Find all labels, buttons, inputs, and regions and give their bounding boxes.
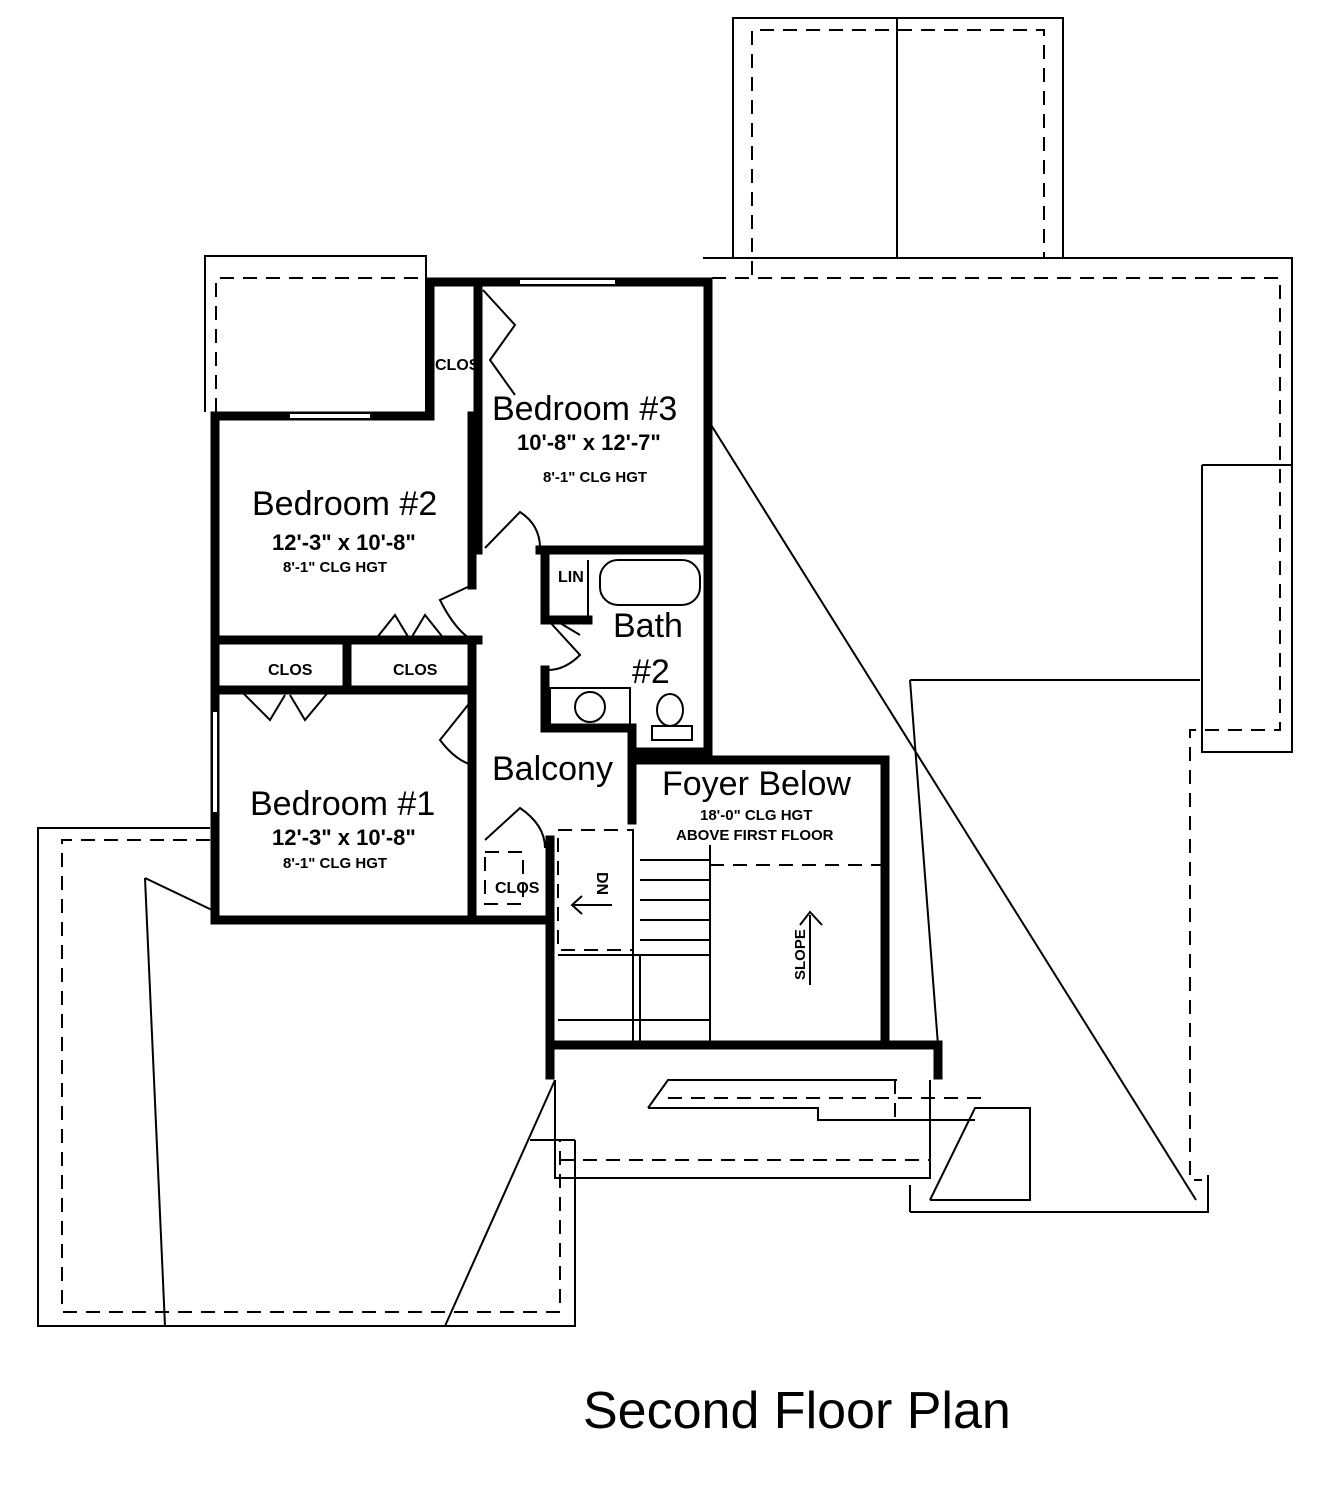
closet-label-right: CLOS [393, 662, 438, 679]
roof-outlines [37, 17, 1293, 1327]
bedroom1-dims: 12'-3" x 10'-8" [272, 825, 416, 850]
closet-label-bedroom3: CLOS [435, 357, 480, 374]
bedroom2-dims: 12'-3" x 10'-8" [272, 530, 416, 555]
bedroom3-ceiling: 8'-1" CLG HGT [543, 469, 647, 486]
foyer-ceiling: 18'-0" CLG HGT [700, 807, 812, 824]
balcony-name: Balcony [492, 750, 613, 788]
bath2-line2: #2 [632, 653, 670, 691]
stairs [557, 829, 885, 1045]
closet-label-balcony: CLOS [495, 880, 540, 897]
walls [210, 277, 943, 1080]
bath2-line1: Bath [613, 607, 683, 645]
toilet [656, 693, 684, 727]
doors [239, 289, 582, 905]
sink [574, 691, 606, 723]
foyer-name: Foyer Below [662, 765, 851, 803]
plan-title: Second Floor Plan [583, 1382, 1011, 1440]
closet-label-left: CLOS [268, 662, 313, 679]
slope-label: SLOPE [792, 929, 809, 980]
bathtub [599, 559, 701, 606]
bedroom1-ceiling: 8'-1" CLG HGT [283, 855, 387, 872]
bedroom3-dims: 10'-8" x 12'-7" [517, 430, 661, 455]
bedroom2-ceiling: 8'-1" CLG HGT [283, 559, 387, 576]
linen-label: LIN [558, 569, 584, 586]
bath-fixtures [549, 559, 701, 741]
bedroom2-name: Bedroom #2 [252, 485, 437, 523]
bedroom3-name: Bedroom #3 [492, 390, 677, 428]
slope-arrow [799, 910, 823, 985]
foyer-note: ABOVE FIRST FLOOR [676, 827, 834, 844]
stairs-down-label: DN [593, 872, 610, 895]
bedroom1-name: Bedroom #1 [250, 785, 435, 823]
vanity [549, 687, 631, 727]
